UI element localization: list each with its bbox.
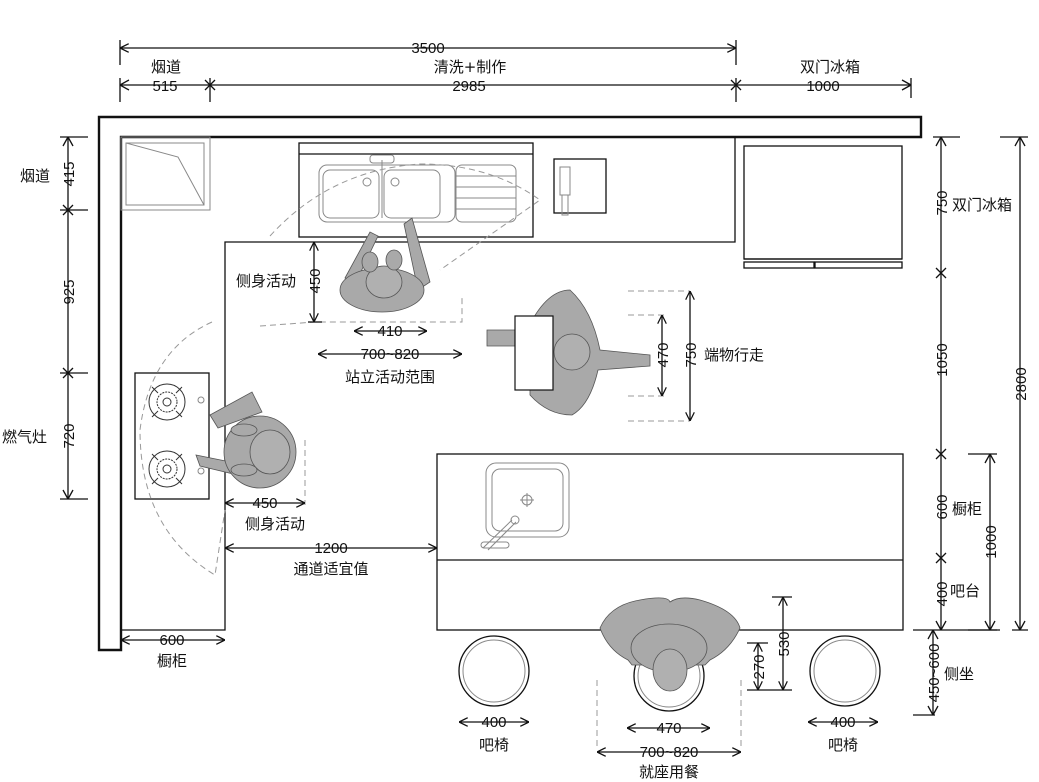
stove-side-label: 侧身活动	[245, 515, 305, 533]
stool-right-label: 吧椅	[828, 736, 858, 754]
carry-outer-value: 750	[683, 342, 700, 367]
carry-guides	[628, 290, 690, 422]
right-island-value: 1000	[983, 525, 1000, 558]
top-fridge-value: 1000	[806, 78, 839, 95]
stove-reach-arc	[139, 321, 226, 576]
right-fridge-value: 750	[934, 190, 951, 215]
dim-right-vertical	[913, 136, 1028, 716]
sink-range-label: 站立活动范围	[345, 368, 435, 386]
dim-top-total	[119, 40, 737, 65]
stool-left-label: 吧椅	[479, 736, 509, 754]
flue-box	[120, 136, 211, 211]
sink-reach-arc	[269, 163, 541, 271]
right-bar-label: 吧台	[950, 582, 980, 600]
sink-stand-zone	[259, 295, 463, 327]
back-counter	[120, 137, 736, 631]
dim-stools	[459, 722, 878, 752]
sink-side-value: 450	[307, 268, 324, 293]
stove-side-value: 450	[252, 495, 277, 512]
gas-stove	[134, 372, 210, 500]
dim-sink-side	[308, 242, 322, 323]
burner-top	[148, 383, 186, 421]
top-fridge-label: 双门冰箱	[800, 58, 860, 76]
sink-range-value: 700~820	[361, 346, 420, 363]
left-flue-value: 415	[61, 161, 78, 186]
top-wash-value: 2985	[452, 78, 485, 95]
stool-left-value: 400	[481, 714, 506, 731]
left-flue-label: 烟道	[20, 167, 50, 185]
sink-shoulder-value: 410	[377, 323, 402, 340]
seat-depth-small-value: 270	[751, 654, 768, 679]
top-total-value: 3500	[411, 40, 444, 57]
right-cabinet-value: 600	[934, 494, 951, 519]
diner-range-value: 700~820	[640, 744, 699, 761]
person-at-sink	[339, 217, 431, 313]
person-at-stove	[195, 391, 297, 489]
burner-bottom	[148, 450, 186, 488]
aisle-value: 1200	[314, 540, 347, 557]
dim-top-segments	[119, 78, 912, 102]
carry-label: 端物行走	[704, 346, 764, 364]
top-flue-value: 515	[152, 78, 177, 95]
dim-seat-depth	[747, 596, 792, 691]
right-aisle-value: 1050	[934, 343, 951, 376]
stool-right-value: 400	[830, 714, 855, 731]
aisle-label: 通道适宜值	[293, 560, 368, 578]
double-door-fridge	[743, 145, 903, 269]
right-total-value: 2800	[1013, 367, 1030, 400]
bar-stool-right	[809, 635, 881, 707]
left-stove-label: 燃气灶	[2, 428, 47, 446]
left-stove-value: 720	[61, 423, 78, 448]
right-cabinet-label: 橱柜	[952, 500, 982, 518]
right-fridge-label: 双门冰箱	[952, 196, 1012, 214]
bottom-cabinet-label: 橱柜	[157, 652, 187, 670]
sink-side-label: 侧身活动	[236, 272, 296, 290]
bar-stool-left	[458, 635, 530, 707]
diner-label: 就座用餐	[639, 763, 699, 781]
top-wash-label: 清洗+制作	[434, 58, 507, 76]
bottom-cabinet-value: 600	[159, 632, 184, 649]
top-flue-label: 烟道	[151, 58, 181, 76]
person-carrying	[486, 289, 651, 416]
diner-guides	[596, 680, 742, 750]
double-sink	[298, 142, 534, 238]
carry-inner-value: 470	[655, 342, 672, 367]
dim-carry	[662, 291, 690, 421]
person-dining	[599, 597, 741, 692]
right-side-seat-label: 侧坐	[944, 665, 974, 683]
diner-shoulder-value: 470	[656, 720, 681, 737]
cutting-board	[553, 158, 607, 216]
seat-depth-large-value: 530	[776, 631, 793, 656]
right-side-seat-value: 450~600	[926, 644, 943, 703]
left-mid-value: 925	[61, 279, 78, 304]
dim-left-vertical	[60, 136, 88, 500]
right-bar-value: 400	[934, 581, 951, 606]
outer-wall	[97, 115, 923, 652]
